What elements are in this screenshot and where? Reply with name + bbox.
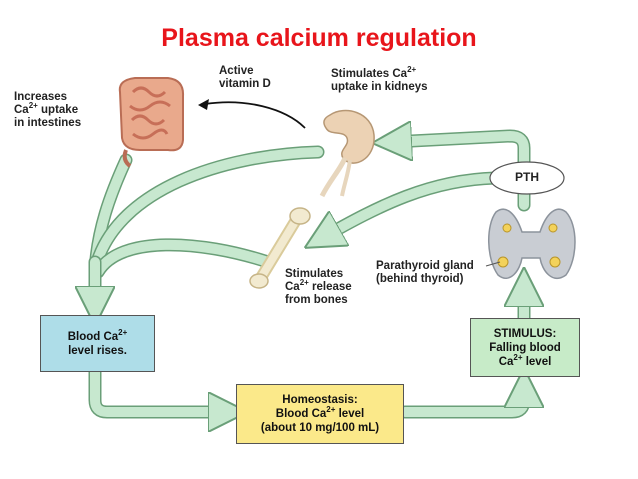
intestine-image	[118, 77, 185, 168]
arrow-kidney-to-vitamin-d	[204, 101, 306, 129]
label-kidney-uptake: Stimulates Ca2+ uptake in kidneys	[331, 65, 428, 93]
label-intestine-uptake: Increases Ca2+ uptake in intestines	[14, 91, 82, 129]
arrow-rises-to-homeostasis	[88, 365, 235, 419]
kidney-image	[319, 109, 375, 198]
box-blood-rises: Blood Ca2+ level rises.	[40, 315, 155, 372]
thyroid-image	[485, 208, 576, 279]
bone-image	[249, 207, 311, 289]
label-parathyroid: Parathyroid gland (behind thyroid)	[376, 260, 474, 285]
label-active-vitamin-d: Active vitamin D	[219, 65, 271, 90]
label-bone-release: Stimulates Ca2+ release from bones	[285, 268, 352, 306]
diagram-title: Plasma calcium regulation	[161, 24, 477, 52]
box-homeostasis: Homeostasis: Blood Ca2+ level (about 10 …	[236, 384, 404, 444]
box-stimulus: STIMULUS: Falling blood Ca2+ level	[470, 318, 580, 377]
pth-label: PTH	[515, 170, 539, 184]
pth-bubble	[489, 161, 565, 195]
